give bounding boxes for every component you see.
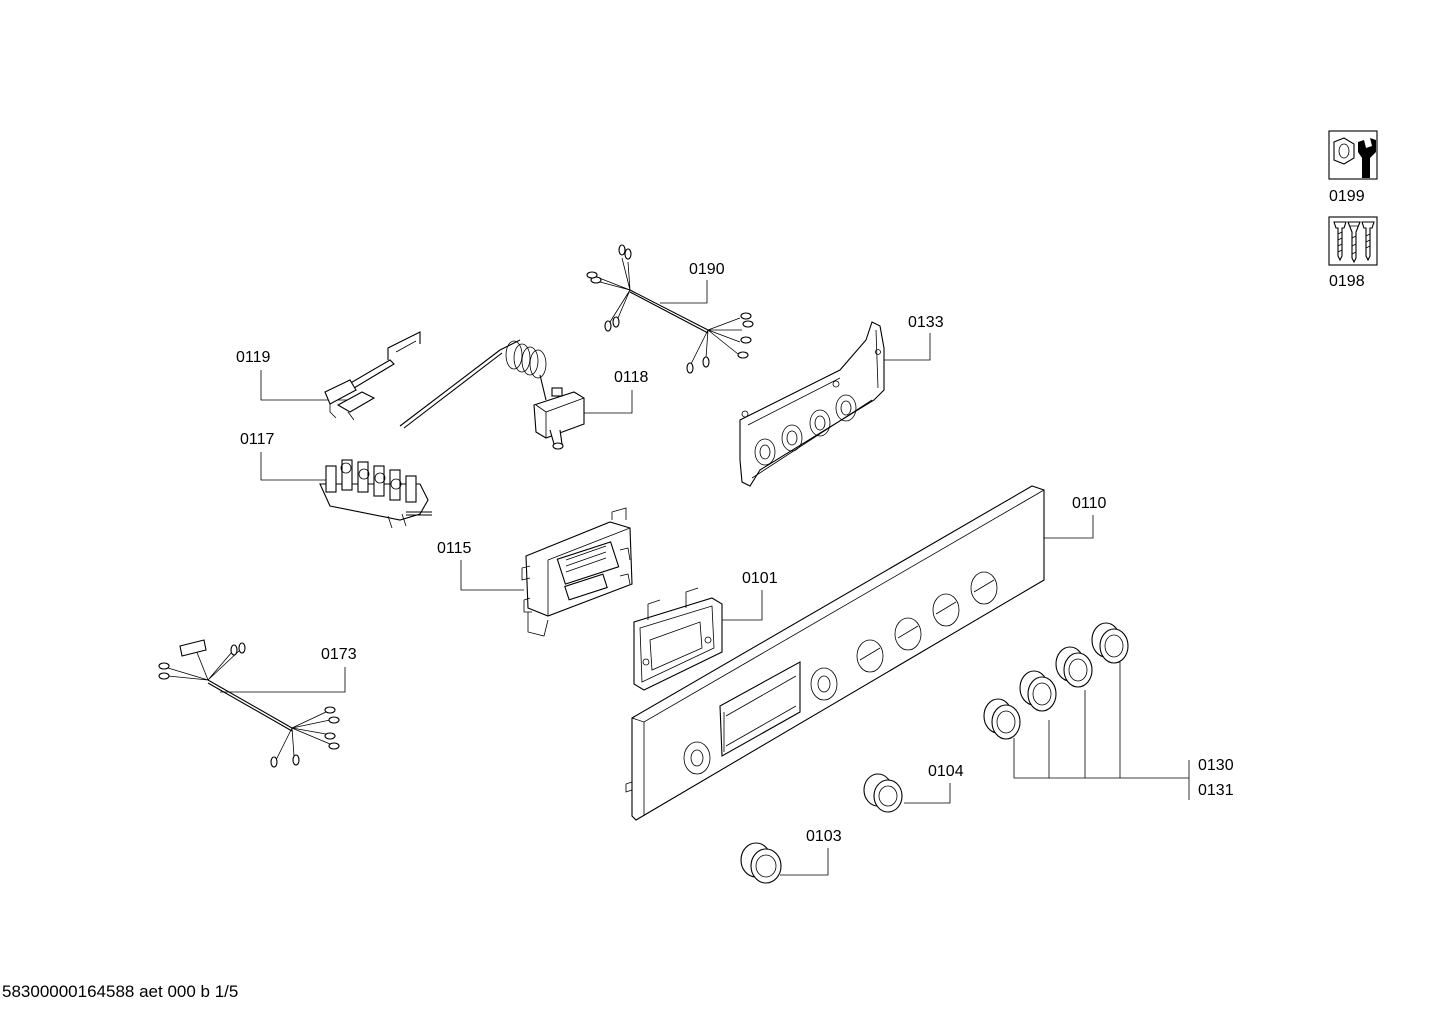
part-label-0104: 0104: [928, 763, 964, 780]
knob-0103: [740, 842, 782, 884]
knob-0104: [863, 773, 903, 813]
leader-lines: [220, 280, 1190, 876]
knob-4: [1091, 622, 1129, 664]
part-label-0101: 0101: [742, 570, 778, 587]
control-panel-0110: [625, 485, 1045, 821]
nut-and-wrench-icon: [1328, 130, 1378, 180]
part-label-0190: 0190: [689, 261, 725, 278]
part-label-0198: 0198: [1329, 273, 1365, 290]
timer-module-0115: [521, 507, 633, 637]
part-label-0130: 0130: [1198, 757, 1234, 774]
knob-1: [983, 698, 1021, 740]
part-label-0110: 0110: [1072, 495, 1107, 512]
selector-switch-0117: [319, 459, 432, 529]
bracket-plate-0133: [739, 321, 885, 487]
part-label-0173: 0173: [321, 646, 357, 663]
knob-3: [1055, 646, 1093, 688]
wire-harness-0173: [158, 639, 340, 768]
switch-bracket-0119: [324, 331, 421, 421]
part-label-0118: 0118: [614, 369, 649, 386]
part-label-0131: 0131: [1198, 782, 1234, 799]
part-label-0199: 0199: [1329, 188, 1365, 205]
document-footer: 58300000164588 aet 000 b 1/5: [2, 982, 239, 1001]
screws-icon: [1328, 216, 1378, 266]
knob-2: [1019, 670, 1057, 712]
knobs-0130-0131: [983, 622, 1129, 740]
part-label-0103: 0103: [806, 828, 842, 845]
wire-harness-0190: [586, 244, 754, 374]
part-label-0115: 0115: [437, 540, 472, 557]
part-label-0133: 0133: [908, 314, 944, 331]
display-board-0101: [633, 587, 723, 691]
thermostat-0118: [399, 339, 585, 450]
part-label-0117: 0117: [240, 431, 275, 448]
part-label-0119: 0119: [236, 349, 271, 366]
